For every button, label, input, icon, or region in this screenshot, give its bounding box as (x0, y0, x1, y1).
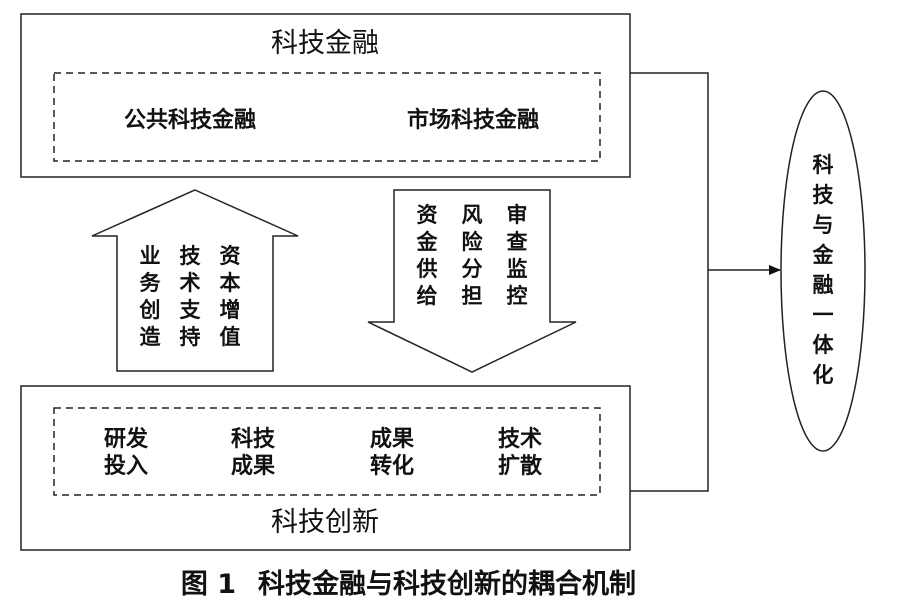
caption-text: 科技金融与科技创新的耦合机制 (258, 568, 636, 600)
integration-ellipse: 科技与金融一体化 (780, 90, 866, 452)
tech-finance-box: 科技金融 公共科技金融 市场科技金融 (20, 13, 631, 178)
innovation-item-4-line-1: 技术 (498, 427, 542, 452)
market-tech-finance: 市场科技金融 (407, 107, 539, 133)
tech-finance-inner-dashed (53, 72, 601, 162)
innovation-item-3-line-1: 成果 (370, 427, 414, 452)
tech-innovation-inner-dashed (53, 407, 601, 496)
public-tech-finance: 公共科技金融 (124, 107, 256, 133)
innovation-item-1-line-2: 投入 (104, 454, 148, 479)
innovation-item-3-line-2: 转化 (370, 453, 414, 479)
up-arrow-column-3: 资本增值 (220, 244, 241, 349)
tech-finance-title: 科技金融 (271, 28, 379, 59)
integration-text: 科技与金融一体化 (812, 153, 835, 387)
innovation-item-1-line-1: 研发 (104, 426, 149, 452)
down-arrow: 资金供给 风险分担 审查监控 (367, 189, 577, 373)
up-arrow-column-2: 技术支持 (180, 244, 202, 349)
down-arrow-column-3: 审查监控 (507, 203, 528, 308)
innovation-item-2-line-1: 科技 (231, 427, 276, 452)
figure-caption: 图 1 科技金融与科技创新的耦合机制 (181, 568, 636, 600)
down-arrow-column-1: 资金供给 (416, 203, 439, 308)
caption-label: 图 1 (181, 569, 236, 600)
innovation-item-4-line-2: 扩散 (498, 454, 543, 479)
down-arrow-column-2: 风险分担 (462, 203, 484, 308)
connector-lines (630, 72, 781, 492)
up-arrow-column-1: 业务创造 (139, 244, 162, 349)
innovation-item-2-line-2: 成果 (231, 454, 275, 479)
tech-innovation-title: 科技创新 (271, 507, 379, 538)
